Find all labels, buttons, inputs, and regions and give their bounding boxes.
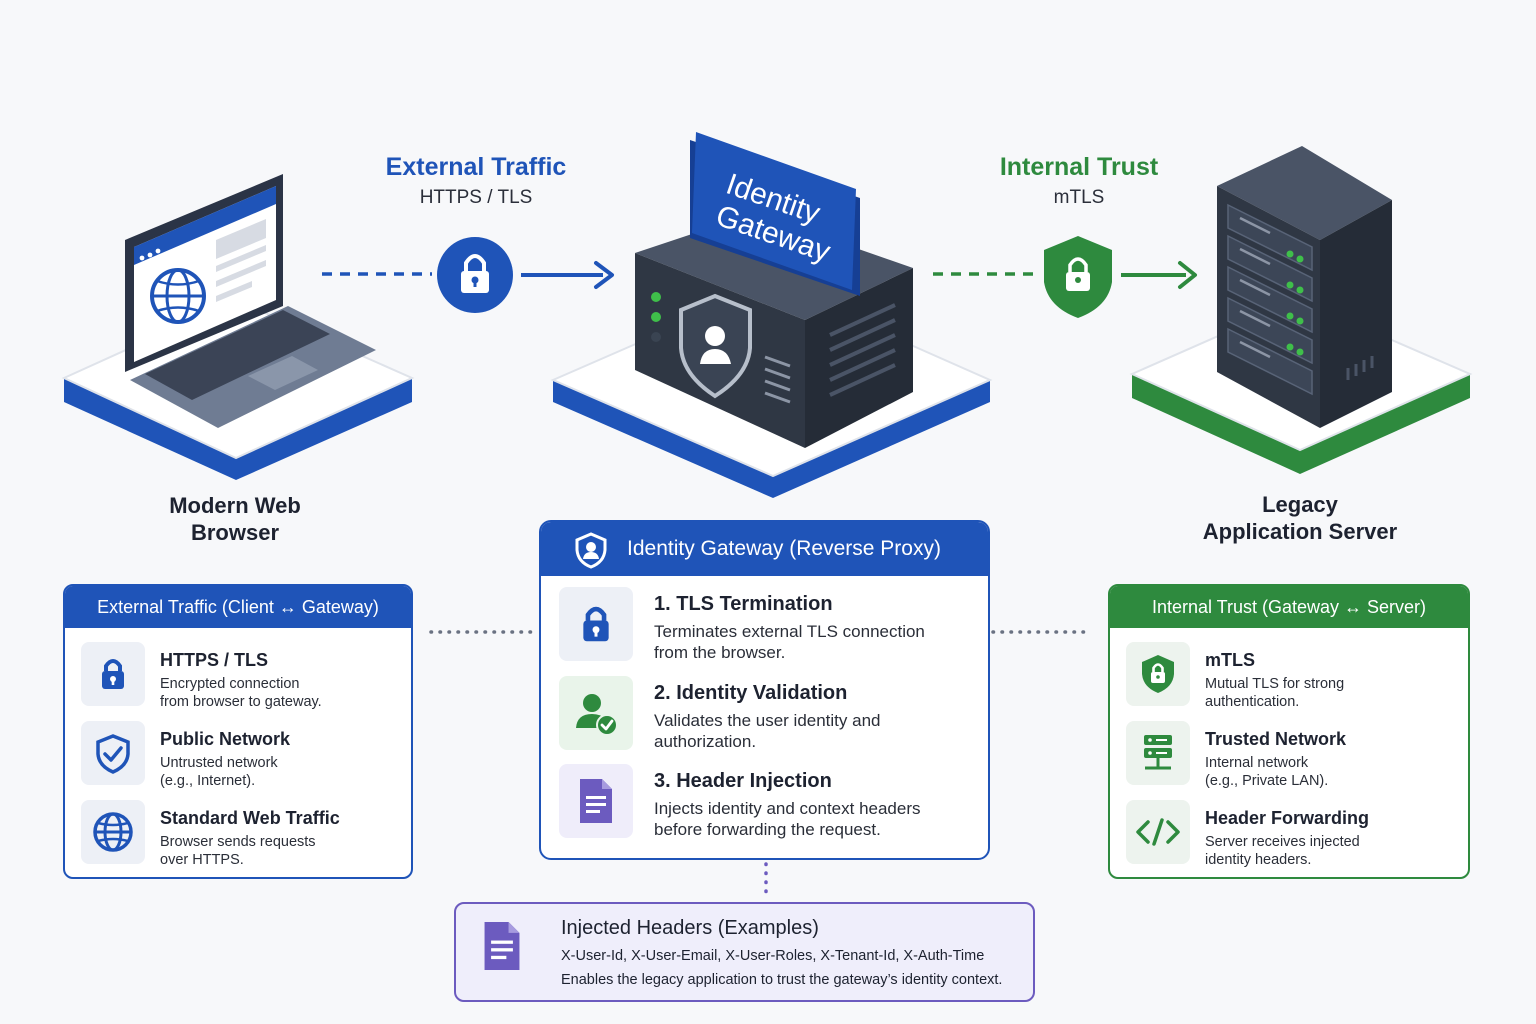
desc-line: Browser sends requests [160,834,316,850]
desc-line: authorization. [654,732,757,751]
internal-item-mtls: mTLS Mutual TLS for strong authentication… [1126,642,1458,712]
external-flow-subtitle: HTTPS / TLS [419,187,533,208]
browser-label-line2: Browser [190,520,280,545]
desc-line: Server receives injected [1205,834,1360,850]
server-rack-icon [1217,146,1392,428]
desc-line: Validates the user identity and [654,711,881,730]
injected-headers-title: Injected Headers (Examples) [561,917,819,939]
external-connection [322,237,614,313]
external-traffic-panel: External Traffic (Client ↔ Gateway) HTTP… [63,584,413,879]
desc-line: Terminates external TLS connection [654,622,925,641]
user-check-icon [559,676,633,750]
desc-line: Encrypted connection [160,676,300,692]
internal-item-trusted-network: Trusted Network Internal network (e.g., P… [1126,721,1458,791]
gateway-panel-title: Identity Gateway (Reverse Proxy) [627,537,941,560]
gateway-panel-header: Identity Gateway (Reverse Proxy) [541,522,988,576]
internal-item-title: Trusted Network [1205,729,1347,749]
external-item-web-traffic: Standard Web Traffic Browser sends reque… [81,800,401,870]
internal-trust-panel: Internal Trust (Gateway ↔ Server) mTLS M… [1108,584,1470,879]
document-icon [559,764,633,838]
external-item-desc: Untrusted network (e.g., Internet). [160,754,360,790]
panel-connectors [429,630,1094,900]
external-panel-title: External Traffic (Client ↔ Gateway) [65,586,411,628]
external-item-desc: Browser sends requests over HTTPS. [160,833,360,869]
gateway-item-desc: Validates the user identity and authoriza… [654,710,984,752]
gateway-panel: Identity Gateway (Reverse Proxy) 1. TLS … [539,520,990,860]
globe-icon [81,800,145,864]
code-icon [1126,800,1190,864]
external-item-https: HTTPS / TLS Encrypted connection from bro… [81,642,401,712]
browser-label: Modern Web Browser [120,492,350,546]
internal-panel-title: Internal Trust (Gateway ↔ Server) [1110,586,1468,628]
shield-check-icon [81,721,145,785]
desc-line: Untrusted network [160,755,278,771]
desc-line: Injects identity and context headers [654,799,921,818]
desc-line: Internal network [1205,755,1309,771]
laptop-icon [125,174,376,428]
gateway-item-title: 2. Identity Validation [654,682,848,704]
gateway-item-identity: 2. Identity Validation Validates the use… [559,676,978,754]
external-item-title: Public Network [160,729,291,749]
external-item-desc: Encrypted connection from browser to gate… [160,675,360,711]
injected-headers-note: Enables the legacy application to trust … [561,972,1003,988]
gateway-item-title: 3. Header Injection [654,770,832,792]
desc-line: authentication. [1205,694,1300,710]
document-icon [478,916,526,981]
server-label: Legacy Application Server [1180,491,1420,545]
external-flow-title: External Traffic [385,153,567,181]
desc-line: (e.g., Internet). [160,773,256,789]
internal-connection [933,236,1197,318]
shield-lock-icon [1126,642,1190,706]
desc-line: from the browser. [654,643,786,662]
server-label-line2: Application Server [1202,519,1398,544]
server-label-line1: Legacy [1262,492,1338,517]
internal-item-title: Header Forwarding [1205,808,1370,828]
internal-item-title: mTLS [1205,650,1256,670]
injected-headers-list: X-User-Id, X-User-Email, X-User-Roles, X… [561,948,985,964]
injected-headers-panel: Injected Headers (Examples) X-User-Id, X… [454,902,1035,1002]
browser-label-line1: Modern Web [169,493,301,518]
lock-icon [81,642,145,706]
lock-icon [559,587,633,661]
internal-flow-title: Internal Trust [999,153,1159,181]
gateway-item-desc: Injects identity and context headers befo… [654,798,984,840]
desc-line: identity headers. [1205,852,1312,868]
gateway-item-title: 1. TLS Termination [654,593,833,615]
gateway-item-headers: 3. Header Injection Injects identity and… [559,764,978,842]
desc-line: before forwarding the request. [654,820,881,839]
internal-item-desc: Internal network (e.g., Private LAN). [1205,754,1405,790]
internal-flow-subtitle: mTLS [1053,187,1105,208]
server-network-icon [1126,721,1190,785]
shield-user-icon [573,531,609,575]
external-item-title: HTTPS / TLS [160,650,268,670]
desc-line: (e.g., Private LAN). [1205,773,1329,789]
external-item-public-network: Public Network Untrusted network (e.g., I… [81,721,401,791]
internal-item-desc: Mutual TLS for strong authentication. [1205,675,1405,711]
external-item-title: Standard Web Traffic [160,808,340,828]
desc-line: Mutual TLS for strong [1205,676,1345,692]
desc-line: from browser to gateway. [160,694,322,710]
gateway-item-desc: Terminates external TLS connection from t… [654,621,984,663]
gateway-item-tls: 1. TLS Termination Terminates external T… [559,587,978,665]
internal-item-desc: Server receives injected identity headers… [1205,833,1405,869]
gateway-sign: Identity Gateway [690,132,860,296]
internal-item-header-forwarding: Header Forwarding Server receives inject… [1126,800,1458,870]
desc-line: over HTTPS. [160,852,244,868]
